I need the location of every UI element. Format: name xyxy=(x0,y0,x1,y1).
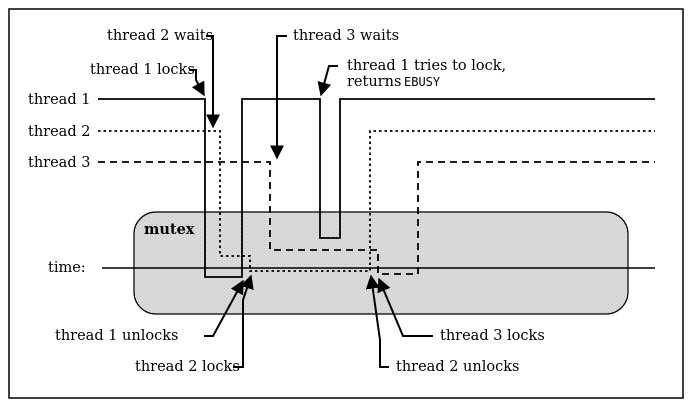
thread1-label: thread 1 xyxy=(28,92,90,108)
pointer-thread1-locks xyxy=(189,69,205,97)
pointer-thread2-locks xyxy=(233,274,254,368)
annotation-thread1-locks: thread 1 locks xyxy=(90,62,195,78)
time-label: time: xyxy=(48,260,86,276)
annotation-thread2-unlocks: thread 2 unlocks xyxy=(396,359,519,375)
pointer-thread2-waits xyxy=(206,35,220,129)
annotation-thread2-locks: thread 2 locks xyxy=(135,359,240,375)
thread2-label: thread 2 xyxy=(28,124,90,140)
annotation-thread1-tries-lock: thread 1 tries to lock, xyxy=(347,58,506,74)
pointer-thread3-waits xyxy=(270,35,287,160)
annotation-thread3-waits: thread 3 waits xyxy=(293,28,399,44)
thread3-trace xyxy=(98,161,655,275)
thread3-label: thread 3 xyxy=(28,155,90,171)
annotation-thread2-waits: thread 2 waits xyxy=(107,28,213,44)
pointer-thread1-tries-lock xyxy=(317,65,338,97)
annotation-returns: returns xyxy=(347,74,401,90)
thread2-trace xyxy=(98,130,655,272)
annotation-thread3-locks: thread 3 locks xyxy=(440,328,545,344)
thread1-trace xyxy=(98,98,655,278)
ebusy-code: EBUSY xyxy=(404,75,441,89)
pointer-thread3-locks xyxy=(377,277,433,337)
outer-frame xyxy=(8,8,684,399)
mutex-label: mutex xyxy=(144,221,195,238)
pointer-thread2-unlocks xyxy=(365,274,389,368)
annotation-thread1-unlocks: thread 1 unlocks xyxy=(55,328,178,344)
mutex-region xyxy=(133,211,629,315)
pointer-thread1-unlocks xyxy=(204,279,244,337)
